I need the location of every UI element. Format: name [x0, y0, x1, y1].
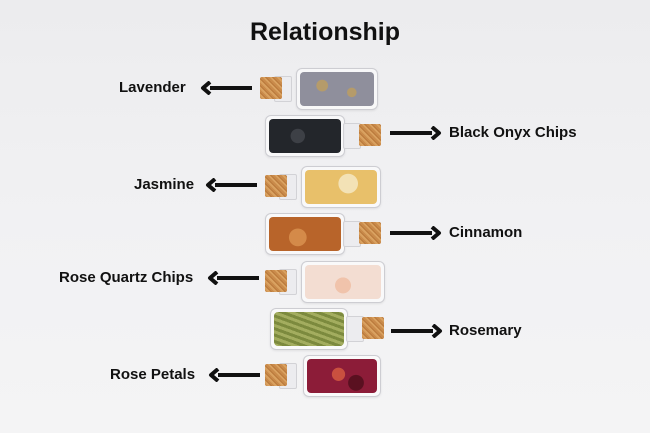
arrow-left-icon: [205, 178, 257, 192]
arrow-left-icon: [200, 81, 252, 95]
label-lavender: Lavender: [119, 79, 186, 96]
bottle-black-onyx: [265, 115, 385, 157]
bottle-rose-quartz: [263, 261, 385, 303]
bottle-rosemary: [270, 308, 390, 350]
cork: [265, 175, 287, 197]
cork: [359, 222, 381, 244]
cork: [362, 317, 384, 339]
page-title: Relationship: [249, 18, 400, 46]
cork: [260, 77, 282, 99]
arrow-left-icon: [208, 368, 260, 382]
bottle-cinnamon: [265, 213, 385, 255]
cork: [359, 124, 381, 146]
arrow-right-icon: [390, 226, 442, 240]
arrow-right-icon: [390, 126, 442, 140]
label-rose-petals: Rose Petals: [110, 366, 196, 383]
arrow-left-icon: [207, 271, 259, 285]
cork: [265, 270, 287, 292]
bottle-jasmine: [263, 166, 381, 208]
label-rose-quartz-chips: Rose Quartz Chips: [59, 269, 194, 286]
label-jasmine: Jasmine: [134, 176, 195, 193]
bottle-rose-petals: [263, 355, 381, 397]
cork: [265, 364, 287, 386]
label-cinnamon: Cinnamon: [449, 224, 523, 241]
bottle-lavender: [258, 68, 378, 110]
label-black-onyx-chips: Black Onyx Chips: [449, 124, 577, 141]
label-rosemary: Rosemary: [449, 322, 522, 339]
arrow-right-icon: [391, 324, 443, 338]
